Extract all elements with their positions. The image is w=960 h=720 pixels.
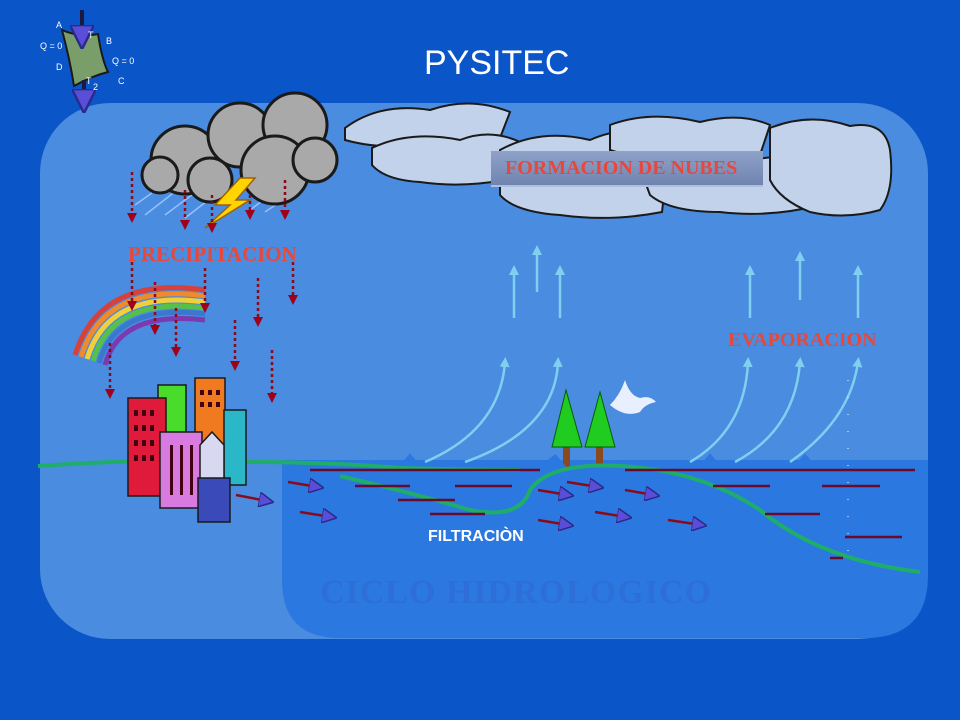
page-title: PYSITEC (424, 44, 570, 82)
bird-icon (610, 380, 656, 414)
logo-label-q-right: Q = 0 (112, 56, 135, 66)
water-area (282, 460, 928, 638)
logo-label-a: A (56, 20, 63, 30)
logo-label-q-left: Q = 0 (40, 41, 63, 51)
flow-arrows (235, 482, 695, 524)
hydrologic-cycle-label: CICLO HIDROLOGICO (320, 574, 712, 611)
rainbow (72, 285, 206, 366)
building-windows (134, 390, 220, 495)
storm-cloud (140, 91, 339, 206)
infiltration-dashes (310, 468, 915, 560)
logo-label-d: D (56, 62, 63, 72)
evaporation-arrows (424, 245, 863, 464)
cloud-formation-label-box: FORMACION DE NUBES (491, 151, 763, 187)
logo-label-t1: T (88, 30, 94, 40)
logo-label-c: C (118, 76, 125, 86)
precipitation-label: PRECIPITACION (128, 242, 297, 266)
groundwater-line (339, 463, 921, 574)
trees (551, 388, 616, 470)
logo-label-sub-2: 2 (93, 82, 99, 92)
lightning-bolt-icon (204, 177, 257, 229)
evaporation-label: EVAPORACION (728, 329, 877, 351)
logo-label-b: B (106, 36, 113, 46)
rain-arrows (105, 172, 298, 403)
pysitec-logo (60, 10, 110, 94)
filtration-label: FILTRACIÒN (428, 528, 524, 545)
cloud-formation-label: FORMACION DE NUBES (505, 157, 738, 179)
logo-label-t2: T (86, 76, 92, 86)
